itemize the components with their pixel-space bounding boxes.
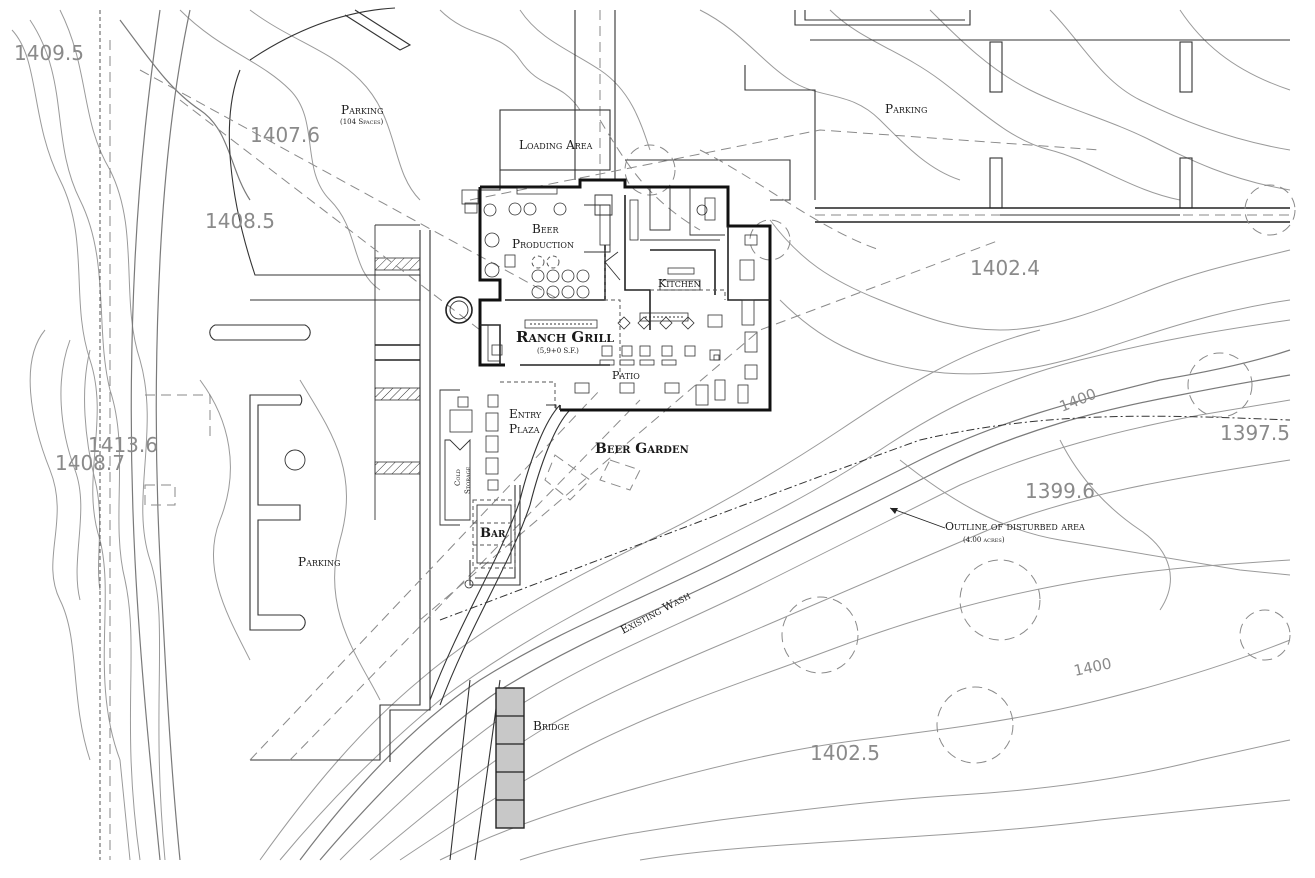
contour-label-1400-b: 1400 bbox=[1072, 654, 1113, 680]
kitchen-label: Kitchen bbox=[658, 277, 701, 290]
cold-storage-label-1: Cold bbox=[454, 469, 462, 486]
disturbed-area-note: (4.00 acres) bbox=[963, 536, 1005, 544]
elevation-1402-5: 1402.5 bbox=[810, 741, 880, 765]
cold-storage-label-2: Storage bbox=[464, 466, 472, 494]
beer-production-label-2: Production bbox=[512, 237, 574, 251]
parking-north-label: Parking bbox=[341, 103, 383, 117]
patio-label: Patio bbox=[612, 369, 640, 382]
existing-wash-label: Existing Wash bbox=[618, 589, 692, 637]
elevation-1409-5: 1409.5 bbox=[14, 41, 84, 65]
disturbed-area-outline bbox=[439, 415, 1291, 621]
elevation-1397-5: 1397.5 bbox=[1220, 421, 1290, 445]
contour-lines bbox=[11, 9, 1291, 861]
elevation-1413-6: 1413.6 bbox=[88, 433, 158, 457]
bar-label: Bar bbox=[480, 526, 506, 541]
beer-tanks bbox=[483, 202, 611, 299]
roads bbox=[99, 7, 1290, 861]
bridge bbox=[495, 687, 525, 829]
elevation-1408-5: 1408.5 bbox=[205, 209, 275, 233]
building-outline bbox=[439, 178, 772, 569]
seating bbox=[449, 234, 758, 589]
parking-northeast-label: Parking bbox=[885, 102, 927, 116]
beer-production-label-1: Beer bbox=[532, 222, 559, 236]
trees bbox=[284, 144, 1296, 764]
entry-plaza-label-2: Plaza bbox=[509, 422, 540, 436]
parking-west-label: Parking bbox=[298, 555, 340, 569]
elevation-labels: 1409.5 1407.6 1408.5 1402.4 1413.6 1408.… bbox=[14, 41, 1290, 765]
loading-area-label: Loading Area bbox=[519, 138, 593, 152]
parking-north-note: (104 Spaces) bbox=[340, 118, 384, 126]
beer-garden-label: Beer Garden bbox=[595, 441, 689, 457]
bridge-label: Bridge bbox=[533, 719, 570, 733]
disturbed-area-leader bbox=[889, 507, 946, 529]
contour-label-1400-a: 1400 bbox=[1057, 385, 1099, 416]
entry-plaza-label-1: Entry bbox=[509, 407, 542, 421]
elevation-1399-6: 1399.6 bbox=[1025, 479, 1095, 503]
elevation-1402-4: 1402.4 bbox=[970, 256, 1040, 280]
elevation-1408-7: 1408.7 bbox=[55, 451, 125, 475]
elevation-1407-6: 1407.6 bbox=[250, 123, 320, 147]
ranch-grill-label: Ranch Grill bbox=[516, 328, 614, 346]
leader-arrow-icon bbox=[890, 508, 898, 514]
disturbed-area-label: Outline of disturbed area bbox=[945, 520, 1085, 533]
area-labels: Parking (104 Spaces) Parking Parking Loa… bbox=[298, 102, 1085, 733]
dashed-lines bbox=[139, 69, 1101, 761]
ranch-grill-area: (5,9+0 S.F.) bbox=[537, 347, 579, 355]
